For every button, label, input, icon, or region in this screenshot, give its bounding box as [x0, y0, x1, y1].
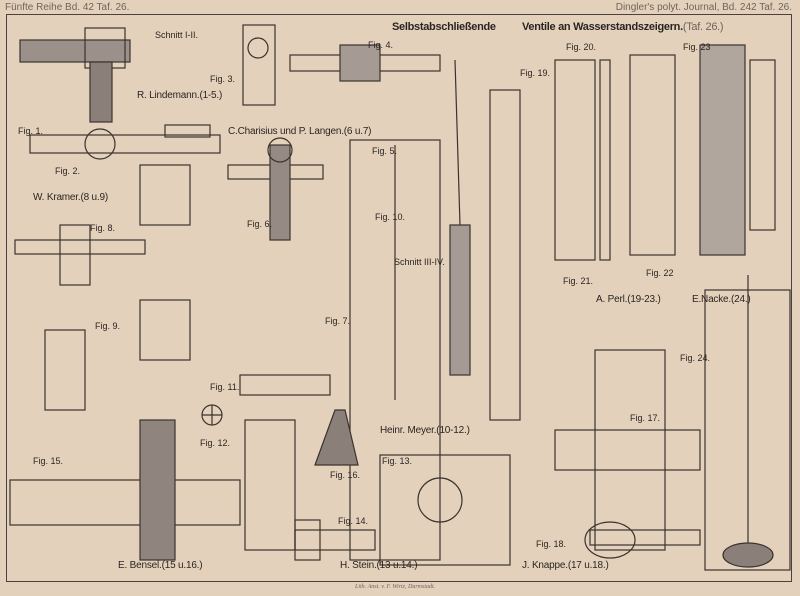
inventor-meyer: Heinr. Meyer.(10-12.)	[380, 425, 470, 436]
fig10-drawing	[349, 139, 441, 561]
fig16-drawing	[239, 374, 359, 466]
title-ref: (Taf. 26.)	[682, 21, 724, 33]
fig-19-label: Fig. 19.	[520, 68, 551, 78]
fig4-drawing	[289, 44, 441, 82]
fig6-drawing	[227, 137, 324, 241]
imprint: Lith. Anst. v. F. Wirtz, Darmstadt.	[355, 584, 436, 590]
header-right: Dingler's polyt. Journal, Bd. 242 Taf. 2…	[615, 2, 792, 13]
fig-6-label: Fig. 6.	[247, 219, 273, 229]
fig-23-label: Fig. 23	[683, 42, 711, 52]
section-1-2: Schnitt I-II.	[155, 30, 199, 40]
fig-12-label: Fig. 12.	[200, 438, 231, 448]
title-part2: Ventile an Wasserstandszeigern.(Taf. 26.…	[522, 21, 724, 33]
section-3-4: Schnitt III-IV.	[394, 257, 445, 267]
fig11-12-drawing	[201, 404, 223, 426]
fig-21-label: Fig. 21.	[563, 276, 594, 286]
fig-4-label: Fig. 4.	[368, 40, 394, 50]
fig-7-label: Fig. 7.	[325, 316, 351, 326]
fig-2-label: Fig. 2.	[55, 166, 81, 176]
fig-20-label: Fig. 20.	[566, 42, 597, 52]
inventor-knappe: J. Knappe.(17 u.18.)	[522, 560, 609, 571]
title-part2-text: Ventile an Wasserstandszeigern.	[522, 21, 683, 33]
fig13-drawing	[379, 454, 511, 566]
fig2-drawing	[29, 124, 221, 160]
inventor-bensel: E. Bensel.(15 u.16.)	[118, 560, 203, 571]
fig-24-label: Fig. 24.	[680, 353, 711, 363]
fig-15-label: Fig. 15.	[33, 456, 64, 466]
inventor-perl: A. Perl.(19-23.)	[596, 294, 661, 305]
fig-9-label: Fig. 9.	[95, 321, 121, 331]
fig18-drawing	[584, 521, 701, 559]
plate-frame	[6, 14, 792, 582]
fig-8-label: Fig. 8.	[90, 223, 116, 233]
fig24-drawing	[704, 275, 791, 571]
fig-10-label: Fig. 10.	[375, 212, 406, 222]
fig-11-label: Fig. 11.	[210, 382, 240, 392]
fig15-drawing	[9, 419, 296, 561]
fig-5-label: Fig. 5.	[372, 146, 398, 156]
inventor-charisius: C.Charisius und P. Langen.(6 u.7)	[228, 126, 372, 137]
fig-17-label: Fig. 17.	[630, 413, 661, 423]
fig3-drawing	[242, 24, 276, 106]
inventor-kramer: W. Kramer.(8 u.9)	[33, 192, 108, 203]
fig-14-label: Fig. 14.	[338, 516, 369, 526]
header-left: Fünfte Reihe Bd. 42 Taf. 26.	[5, 2, 130, 13]
fig19-drawing	[449, 59, 521, 421]
fig20-23-drawing	[554, 44, 776, 261]
fig-1-label: Fig. 1.	[18, 126, 44, 136]
fig-22-label: Fig. 22	[646, 268, 674, 278]
fig17-drawing	[554, 349, 701, 551]
title-part1: Selbstabschließende	[392, 21, 496, 33]
fig-18-label: Fig. 18.	[536, 539, 567, 549]
fig8-9-drawing	[14, 164, 191, 411]
fig-13-label: Fig. 13.	[382, 456, 413, 466]
fig1-drawing	[19, 27, 131, 123]
inventor-nacke: E.Nacke.(24.)	[692, 294, 751, 305]
fig14-drawing	[294, 519, 376, 561]
inventor-stein: H. Stein.(13 u.14.)	[340, 560, 418, 571]
inventor-lindemann: R. Lindemann.(1-5.)	[137, 90, 223, 101]
fig-16-label: Fig. 16.	[330, 470, 361, 480]
fig-3-label: Fig. 3.	[210, 74, 236, 84]
